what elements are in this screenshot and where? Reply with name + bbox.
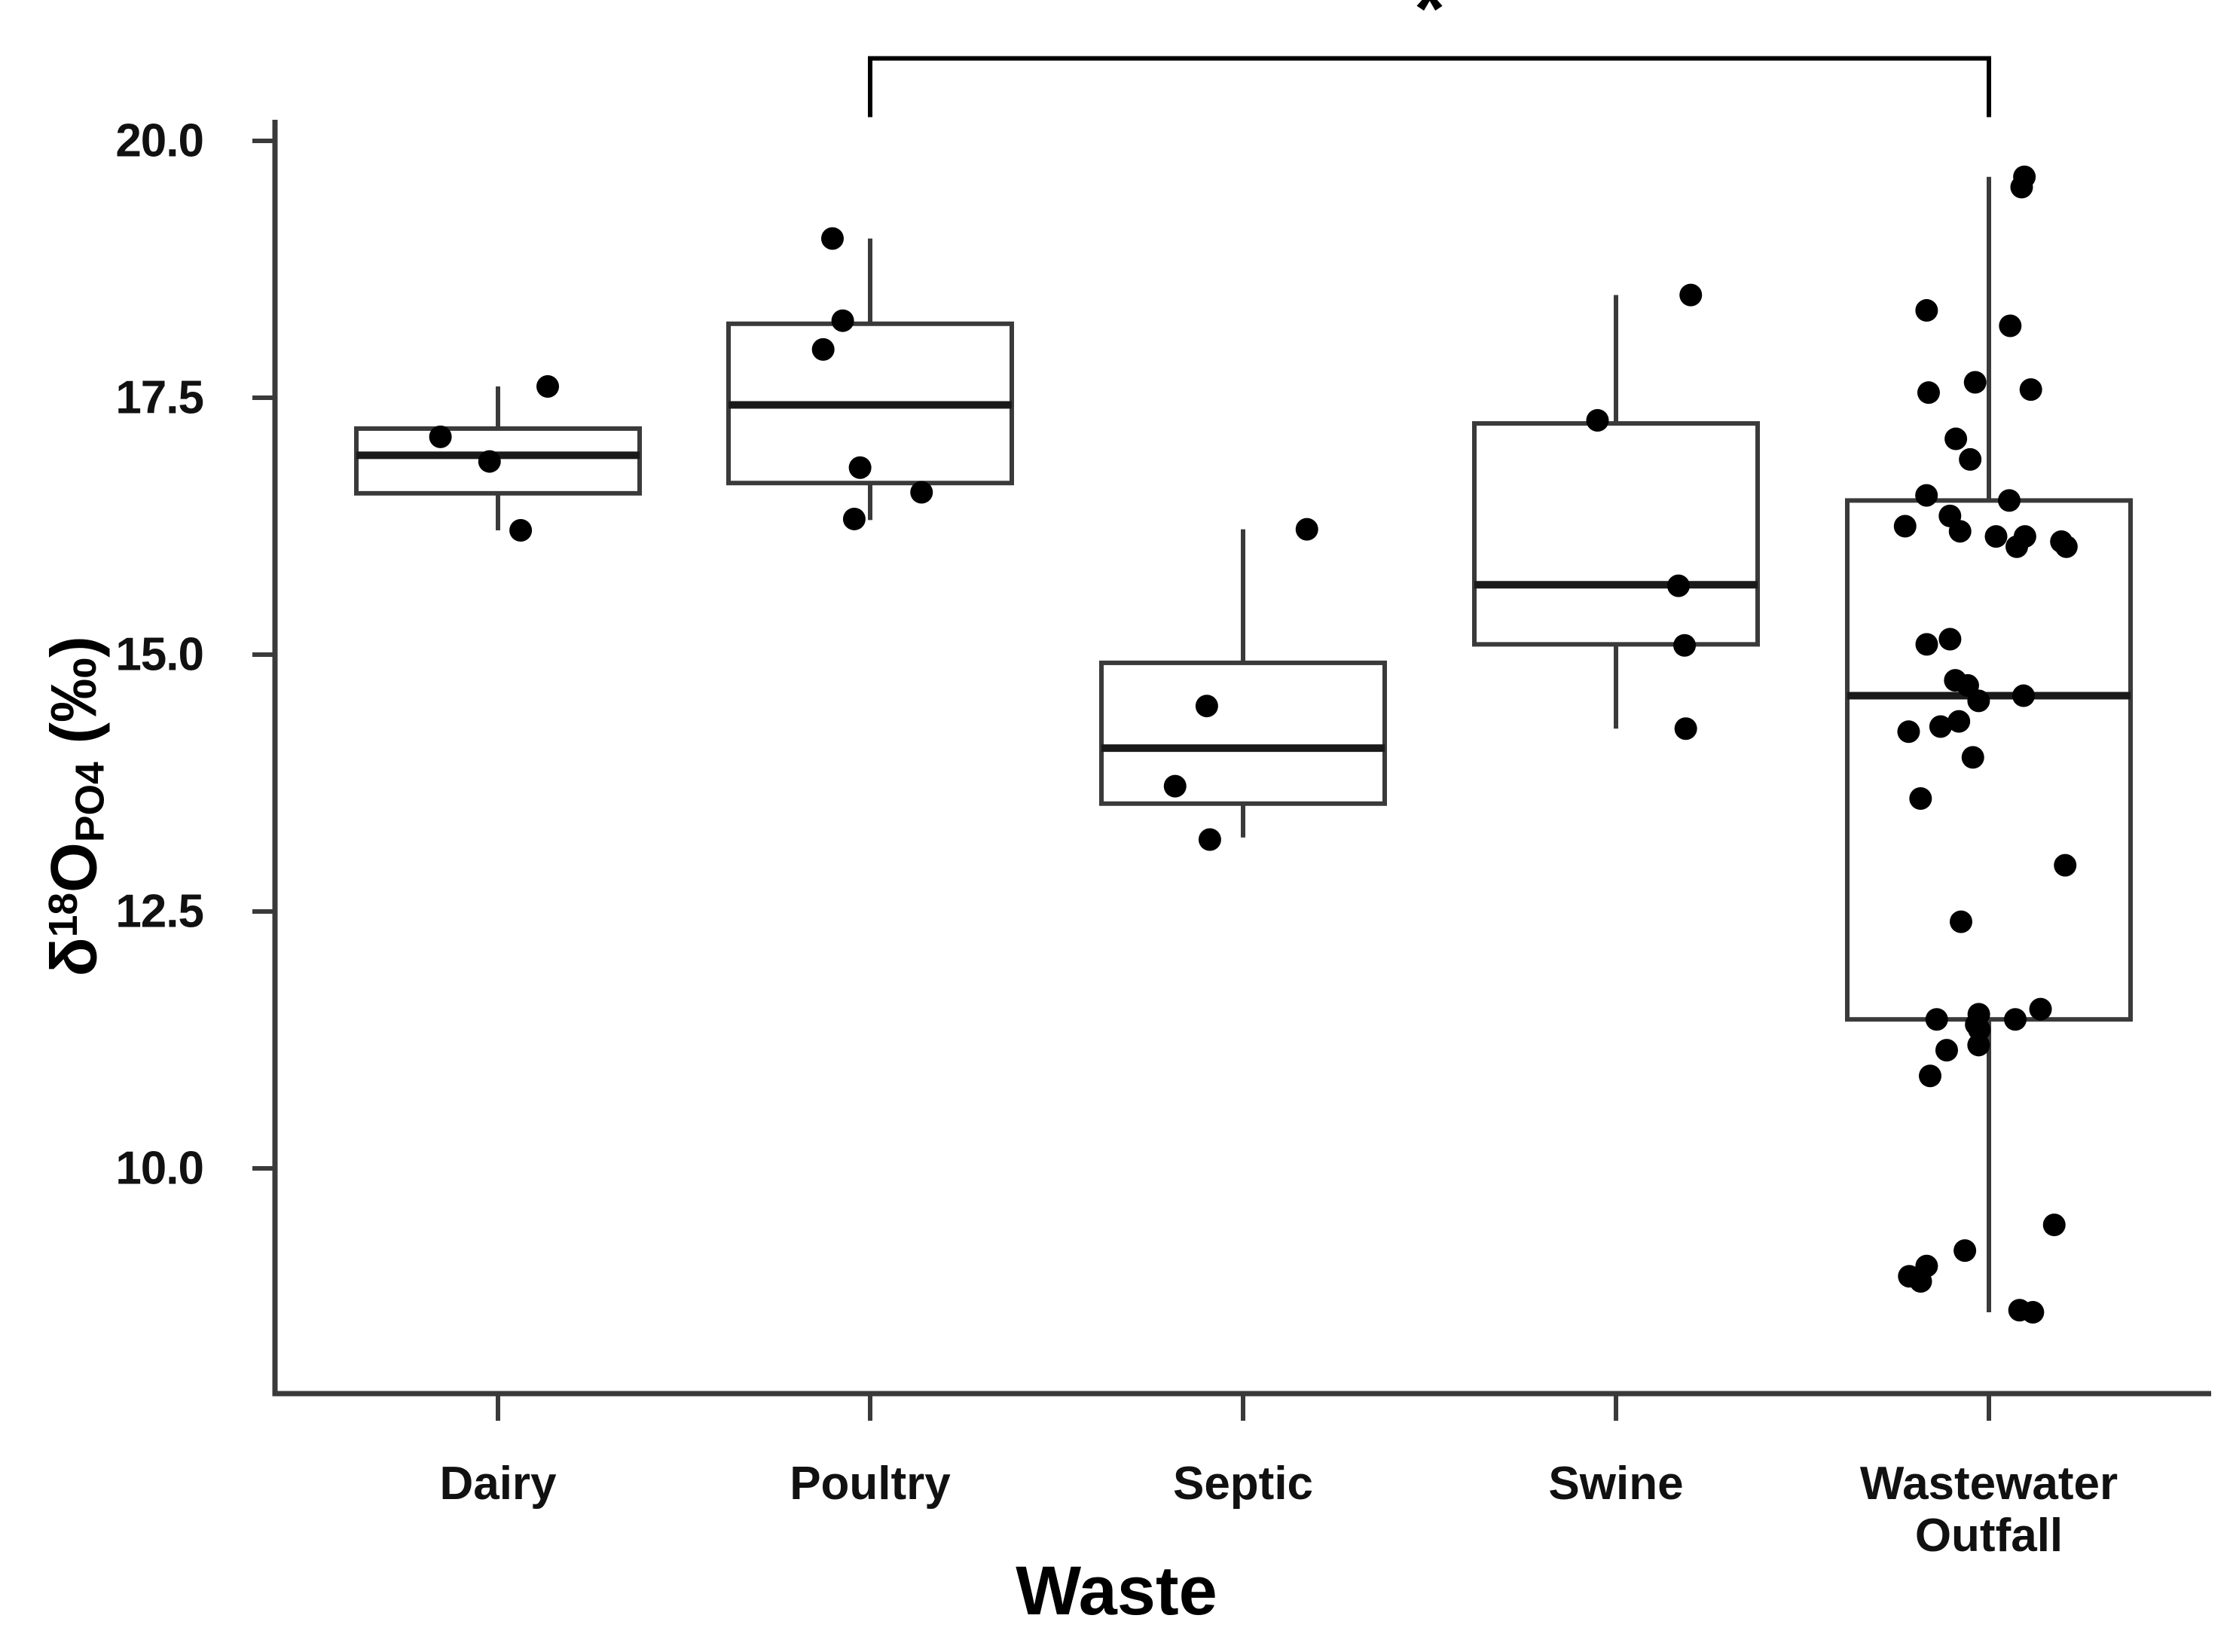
data-point — [1925, 1008, 1948, 1031]
data-point — [1909, 786, 1932, 810]
data-point — [1967, 1034, 1990, 1057]
data-point — [2005, 535, 2029, 558]
data-point — [2029, 997, 2052, 1021]
data-point — [1915, 299, 1938, 322]
data-point — [1963, 371, 1987, 394]
data-point — [1984, 525, 2008, 548]
x-tick-label-septic: Septic — [1172, 1458, 1314, 1510]
data-point — [429, 425, 452, 448]
data-point — [842, 507, 866, 530]
data-point — [1198, 828, 1221, 851]
data-point — [1961, 746, 1984, 769]
data-point — [2010, 176, 2033, 199]
data-point — [820, 227, 844, 250]
data-point — [1997, 489, 2021, 512]
box-swine[interactable] — [1472, 421, 1760, 647]
data-point — [1295, 518, 1318, 541]
data-point — [1673, 634, 1697, 657]
data-point — [1948, 520, 1972, 543]
data-point — [1897, 720, 1920, 744]
data-point — [1163, 774, 1187, 798]
data-point — [2042, 1214, 2066, 1237]
data-point — [910, 481, 933, 504]
data-point — [1915, 633, 1938, 656]
y-tick-label: 17.5 — [115, 371, 204, 424]
data-point — [1999, 314, 2022, 337]
data-point — [848, 456, 872, 479]
data-point — [1917, 381, 1940, 405]
data-point — [478, 450, 501, 473]
data-point — [831, 309, 854, 332]
data-point — [1893, 515, 1917, 538]
significance-bracket — [868, 56, 1991, 118]
data-point — [1949, 910, 1972, 933]
data-point — [1679, 283, 1703, 307]
data-point — [536, 374, 560, 398]
y-tick-label: 10.0 — [115, 1142, 204, 1195]
x-axis-title: Waste — [1016, 1553, 1217, 1629]
data-point — [2021, 1300, 2045, 1324]
data-point — [1947, 710, 1971, 733]
y-tick-label: 15.0 — [115, 628, 204, 681]
data-point — [509, 518, 533, 542]
data-point — [811, 337, 835, 361]
data-point — [1195, 695, 1218, 718]
data-point — [1915, 484, 1938, 507]
data-point — [2004, 1008, 2027, 1031]
significance-asterisk: * — [1414, 0, 1445, 53]
axis-spine — [272, 120, 2211, 1397]
data-point — [1666, 574, 1690, 597]
x-tick-label-wastewater-outfall: Wastewater Outfall — [1859, 1458, 2118, 1562]
x-tick-label-dairy: Dairy — [439, 1458, 557, 1510]
data-point — [1944, 427, 1968, 450]
data-point — [1959, 447, 1982, 471]
data-point — [2054, 853, 2077, 877]
x-tick-label-poultry: Poultry — [790, 1458, 951, 1510]
box-wastewater-outfall[interactable] — [1845, 498, 2133, 1022]
data-point — [1586, 409, 1609, 432]
data-point — [1967, 689, 1990, 713]
data-point — [1935, 1039, 1958, 1062]
x-tick-label-swine: Swine — [1548, 1458, 1684, 1510]
data-point — [2054, 535, 2078, 558]
y-tick-label: 20.0 — [115, 115, 204, 167]
data-point — [1953, 1239, 1977, 1263]
data-point — [1909, 1270, 1932, 1293]
data-point — [1918, 1064, 1941, 1088]
data-point — [2019, 378, 2042, 402]
data-point — [1938, 628, 1962, 651]
data-point — [2012, 684, 2035, 707]
y-tick-label: 12.5 — [115, 885, 204, 938]
data-point — [1929, 715, 1952, 738]
box-septic[interactable] — [1099, 660, 1387, 806]
data-point — [1674, 717, 1697, 740]
